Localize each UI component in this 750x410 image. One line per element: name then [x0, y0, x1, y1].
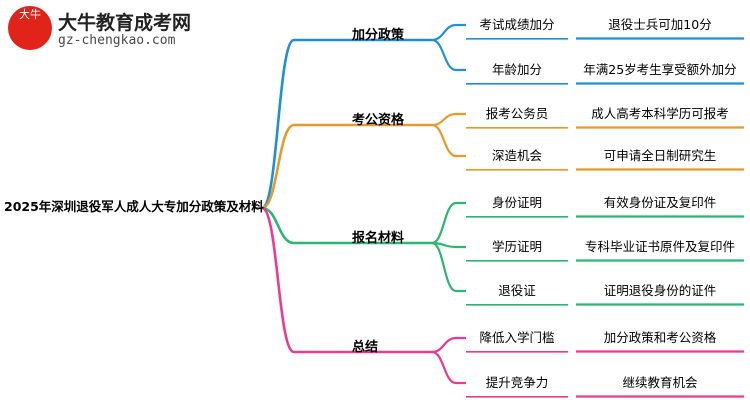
- node-title-1-2[interactable]: 年龄加分: [466, 56, 568, 83]
- node-title-4-2[interactable]: 提升竞争力: [466, 369, 568, 396]
- node-detail-4-1[interactable]: 加分政策和考公资格: [603, 330, 717, 345]
- node-detail-3-3[interactable]: 证明退役身份的证件: [603, 283, 717, 298]
- node-detail-3-1[interactable]: 有效身份证及复印件: [603, 195, 717, 210]
- node-detail-3-2[interactable]: 专科毕业证书原件及复印件: [584, 239, 735, 254]
- node-title-4-1[interactable]: 降低入学门槛: [466, 324, 568, 351]
- node-detail-1-1[interactable]: 退役士兵可加10分: [608, 17, 712, 32]
- node-detail-1-2[interactable]: 年满25岁考生享受额外加分: [583, 62, 737, 77]
- logo-mark-icon: 大牛: [8, 6, 52, 50]
- logo-badge-top: 大牛: [19, 8, 41, 21]
- branch-label-2[interactable]: 考公资格: [352, 113, 405, 128]
- node-detail-2-2[interactable]: 可申请全日制研究生: [603, 148, 717, 163]
- node-detail-4-2[interactable]: 继续教育机会: [622, 375, 698, 390]
- node-title-3-2[interactable]: 学历证明: [466, 233, 568, 260]
- node-title-2-2[interactable]: 深造机会: [466, 142, 568, 169]
- node-detail-2-1[interactable]: 成人高考本科学历可报考: [591, 106, 729, 121]
- node-title-3-1[interactable]: 身份证明: [466, 189, 568, 216]
- mindmap-root-label: 2025年深圳退役军人成人大专加分政策及材料: [4, 199, 264, 214]
- node-title-3-3[interactable]: 退役证: [466, 277, 568, 304]
- logo-url-text: gz-chengkao.com: [58, 33, 176, 48]
- branch-label-4[interactable]: 总结: [352, 340, 379, 355]
- node-title-1-1[interactable]: 考试成绩加分: [466, 11, 568, 38]
- branch-label-3[interactable]: 报名材料: [352, 231, 405, 246]
- logo-brand-text: 大牛教育成考网: [58, 12, 192, 34]
- branch-label-1[interactable]: 加分政策: [352, 28, 405, 43]
- node-title-2-1[interactable]: 报考公务员: [466, 100, 568, 127]
- site-logo: 大牛 大牛教育成考网 gz-chengkao.com: [8, 6, 228, 54]
